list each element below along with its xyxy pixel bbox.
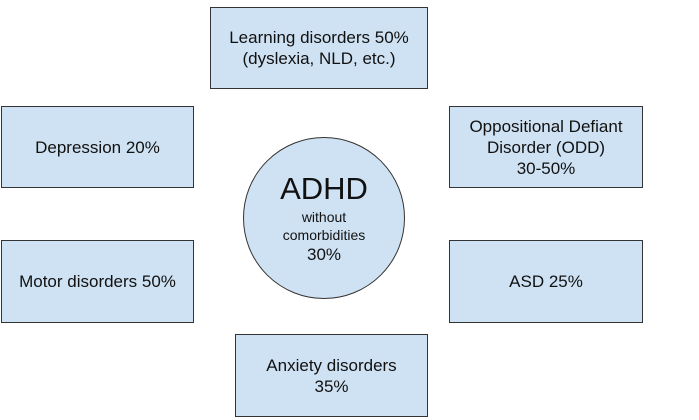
center-circle-adhd: ADHD without comorbidities 30% — [243, 137, 405, 299]
node-odd-line3: 30-50% — [516, 158, 576, 178]
node-odd-line2: Disorder (ODD) — [486, 137, 606, 157]
center-percent: 30% — [306, 244, 342, 264]
node-motor-disorders: Motor disorders 50% — [1, 240, 194, 323]
node-asd-label: ASD 25% — [509, 272, 583, 291]
node-anxiety-disorders: Anxiety disorders 35% — [235, 334, 428, 417]
center-line1: without — [301, 208, 347, 225]
node-learning-disorders: Learning disorders 50% (dyslexia, NLD, e… — [210, 7, 428, 89]
node-asd: ASD 25% — [449, 240, 643, 323]
node-anxiety-line1: Anxiety disorders — [266, 355, 397, 375]
center-line2: comorbidities — [282, 226, 366, 243]
node-learning-line2: (dyslexia, NLD, etc.) — [242, 49, 396, 68]
node-odd: Oppositional Defiant Disorder (ODD) 30-5… — [449, 106, 643, 188]
node-depression: Depression 20% — [1, 106, 194, 188]
node-motor-label: Motor disorders 50% — [19, 272, 176, 291]
node-anxiety-line2: 35% — [314, 376, 349, 396]
node-learning-line1: Learning disorders 50% — [229, 28, 409, 47]
center-title: ADHD — [280, 170, 368, 206]
node-odd-line1: Oppositional Defiant — [469, 116, 623, 136]
node-depression-label: Depression 20% — [35, 137, 160, 157]
